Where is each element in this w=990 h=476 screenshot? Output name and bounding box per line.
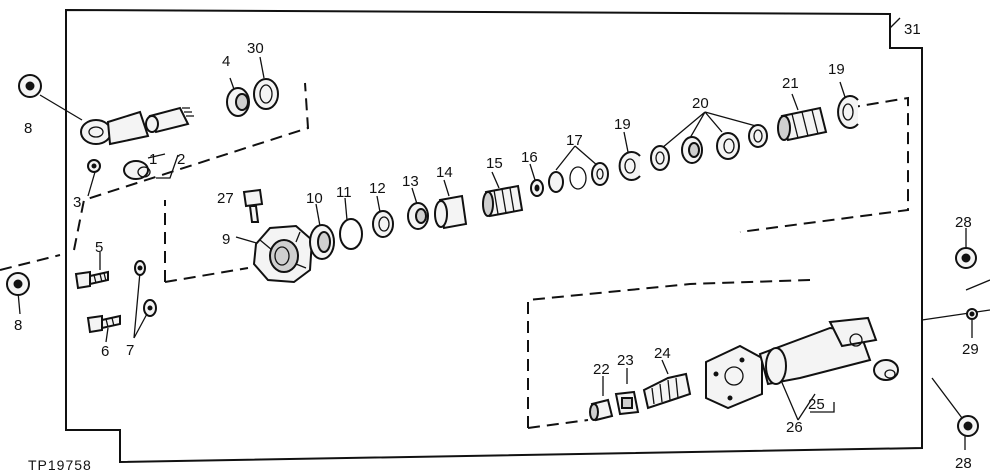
callout-6: 6 (101, 343, 109, 360)
diagram-frame (65, 8, 923, 464)
part-2-adapter (145, 106, 194, 134)
upper-dashed-boundary (73, 82, 310, 251)
part-23-cap (614, 390, 640, 416)
part-10-seal (309, 224, 335, 260)
part-8-upper-seal (18, 74, 42, 98)
part-26-cylinder-body (705, 316, 899, 410)
callout-10: 10 (306, 190, 323, 207)
part-28-upper-seal (955, 247, 977, 269)
middle-dashed-boundary (164, 96, 909, 283)
part-20-washers (650, 124, 768, 171)
part-16-washer (530, 179, 544, 197)
part-9-housing (252, 224, 314, 284)
part-3-nut (87, 159, 101, 173)
callout-22: 22 (593, 361, 610, 378)
part-29-fitting (966, 308, 978, 320)
callout-3: 3 (73, 194, 81, 211)
left-dashed-leader (0, 254, 61, 271)
callout-28-upper: 28 (955, 214, 972, 231)
callout-17: 17 (566, 132, 583, 149)
lower-dashed-boundary (527, 279, 811, 429)
part-1-banjo-fitting (80, 110, 151, 180)
part-6-bolt (86, 314, 121, 334)
part-12-ring (372, 210, 394, 238)
part-30-ring (253, 78, 279, 110)
callout-16: 16 (521, 149, 538, 166)
callout-28-lower: 28 (955, 455, 972, 472)
callout-21: 21 (782, 75, 799, 92)
part-5-bolt (74, 270, 109, 290)
figure-id: TP19758 (28, 457, 92, 473)
callout-9: 9 (222, 231, 230, 248)
callout-13: 13 (402, 173, 419, 190)
part-17-rings (548, 162, 609, 193)
callout-8-lower: 8 (14, 317, 22, 334)
part-21-spool (777, 106, 828, 142)
part-19-snap-ring-left (618, 151, 641, 181)
part-4-seal (226, 87, 250, 117)
part-28-lower-seal (957, 415, 979, 437)
callout-29: 29 (962, 341, 979, 358)
part-13-seal (407, 202, 429, 230)
callout-2: 2 (177, 151, 185, 168)
part-11-o-ring (339, 218, 363, 250)
part-15-spool (482, 184, 524, 218)
callout-30: 30 (247, 40, 264, 57)
callout-5: 5 (95, 239, 103, 256)
part-22-plug (589, 398, 614, 422)
callout-4: 4 (222, 53, 230, 70)
callout-24: 24 (654, 345, 671, 362)
part-19-snap-ring-right (837, 95, 859, 129)
part-27-bolt (242, 188, 264, 223)
leader-lines (17, 17, 990, 450)
callout-26: 26 (786, 419, 803, 436)
part-7-washers (134, 260, 157, 317)
callout-14: 14 (436, 164, 453, 181)
callout-25: 25 (808, 396, 825, 413)
callout-15: 15 (486, 155, 503, 172)
part-8-lower-seal (6, 272, 30, 296)
callout-11: 11 (336, 184, 352, 201)
callout-1: 1 (149, 151, 157, 168)
part-14-sleeve (434, 194, 468, 230)
callout-20: 20 (692, 95, 709, 112)
callout-27: 27 (217, 190, 234, 207)
part-24-valve (642, 372, 692, 410)
callout-23: 23 (617, 352, 634, 369)
callout-8-upper: 8 (24, 120, 32, 137)
callout-19-left: 19 (614, 116, 631, 133)
callout-12: 12 (369, 180, 386, 197)
callout-31: 31 (904, 21, 921, 38)
callout-7: 7 (126, 342, 134, 359)
callout-19-right: 19 (828, 61, 845, 78)
